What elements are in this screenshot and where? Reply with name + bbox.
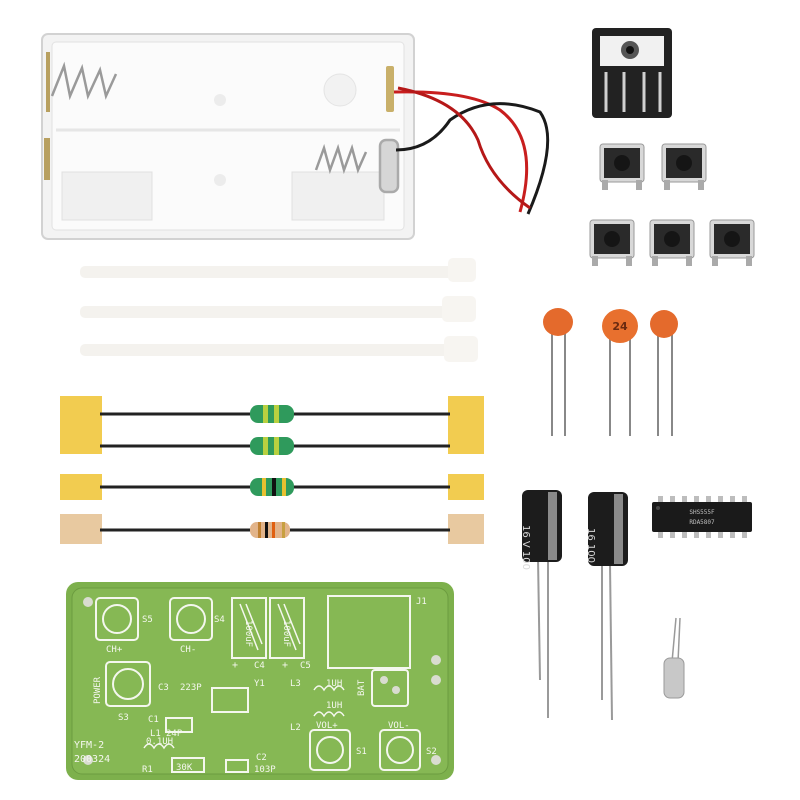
electrolytic-capacitor: 16 V 100 — [520, 490, 562, 718]
pcb-label-s4: S4 — [214, 615, 225, 625]
battery-wires — [393, 86, 550, 215]
pcb-label-l2-value: 1UH — [326, 701, 342, 711]
pcb-label-ch-plus: CH+ — [106, 645, 123, 655]
inductor — [250, 405, 294, 423]
pcb-board: S5 S4 CH+ CH- POWER S3 C3 223P C1 L1 24P… — [66, 582, 454, 780]
pcb-label-y1: Y1 — [254, 679, 265, 689]
battery-holder — [41, 33, 550, 240]
inductor — [250, 478, 294, 496]
cable-ties — [80, 258, 478, 362]
pcb-label-l1-value: 0.1UH — [146, 737, 173, 747]
ic-pin — [694, 496, 699, 502]
ic-pin — [670, 532, 675, 538]
ceramic-capacitor — [543, 308, 573, 436]
cable-tie — [80, 296, 476, 322]
ic-pin — [730, 496, 735, 502]
tactile-switch — [709, 219, 755, 266]
ic-chip: SHS555F RDA5807 — [652, 496, 752, 538]
spring-contact — [46, 52, 118, 112]
electrolytic-capacitor: 16 100 — [585, 492, 628, 721]
pcb-label-ch-minus: CH- — [180, 645, 196, 655]
ic-pin — [706, 496, 711, 502]
ceramic-capacitor-label: 24 — [612, 320, 628, 333]
ic-marking-line1: SHS555F — [689, 509, 715, 516]
pcb-label-s2: S2 — [426, 747, 437, 757]
audio-jack — [592, 28, 672, 118]
pcb-label-c5: C5 — [300, 661, 311, 671]
ic-pin — [658, 532, 663, 538]
pcb-label-c2-value: 103P — [254, 765, 276, 775]
spring-contact — [314, 138, 400, 194]
resistor — [250, 522, 290, 538]
ic-pin — [670, 496, 675, 502]
ic-pin — [718, 496, 723, 502]
ic-pin — [730, 532, 735, 538]
tactile-switches — [589, 143, 755, 266]
ic-pin — [742, 532, 747, 538]
pcb-label-l3: L3 — [290, 679, 301, 689]
pcb-label-vol-minus: VOL- — [388, 721, 410, 731]
ic-pin — [694, 532, 699, 538]
ic-pin — [718, 532, 723, 538]
ceramic-capacitor: 24 — [602, 309, 638, 436]
pcb-model: YFM-2 — [74, 740, 104, 751]
pcb-label-c1: C1 — [148, 715, 159, 725]
crystal — [663, 617, 685, 699]
pcb-label-r1-value: 30K — [176, 763, 193, 773]
pcb-label-c2: C2 — [256, 753, 267, 763]
ic-pin — [682, 532, 687, 538]
electrolytic-capacitor-label: 16 V 100 — [520, 525, 531, 570]
axial-components — [60, 396, 484, 544]
tactile-switch — [661, 143, 707, 190]
pcb-label-c3-value: 223P — [180, 683, 202, 693]
pcb-label-l1: L1 — [150, 729, 161, 739]
pcb-label-c1-value: 24P — [166, 729, 183, 739]
pcb-label-s3: S3 — [118, 713, 129, 723]
pcb-label-bat: BAT — [357, 679, 367, 696]
pcb-label-plus-c4: + — [232, 660, 238, 671]
pcb-label-l2: L2 — [290, 723, 301, 733]
cable-tie — [80, 258, 476, 282]
electrolytic-capacitors: 16 V 100 16 100 — [520, 490, 628, 721]
pcb-date: 200324 — [74, 754, 110, 765]
pcb-label-c5-value: 100uF — [281, 620, 291, 647]
ic-pin — [658, 496, 663, 502]
ceramic-capacitor — [650, 310, 678, 436]
ic-marking-line2: RDA5807 — [689, 519, 715, 526]
pcb-label-j1: J1 — [416, 597, 427, 607]
ic-pin — [706, 532, 711, 538]
pcb-label-vol-plus: VOL+ — [316, 721, 338, 731]
tactile-switch — [599, 143, 645, 190]
tactile-switch — [649, 219, 695, 266]
pcb-label-c3: C3 — [158, 683, 169, 693]
ceramic-capacitors: 24 — [543, 308, 678, 436]
ic-pin — [742, 496, 747, 502]
pcb-label-c4-value: 100uF — [243, 620, 253, 647]
cable-tie — [80, 336, 478, 362]
inductor — [250, 437, 294, 455]
pcb-label-r1: R1 — [142, 765, 153, 775]
ic-pin — [682, 496, 687, 502]
pcb-label-l3-value: 1UH — [326, 679, 342, 689]
pcb-label-s5: S5 — [142, 615, 153, 625]
pcb-label-s1: S1 — [356, 747, 367, 757]
pcb-label-power: POWER — [93, 676, 103, 704]
electrolytic-capacitor-label: 16 100 — [585, 528, 596, 563]
pcb-label-plus-c5: + — [282, 660, 288, 671]
tactile-switch — [589, 219, 635, 266]
pcb-label-c4: C4 — [254, 661, 265, 671]
